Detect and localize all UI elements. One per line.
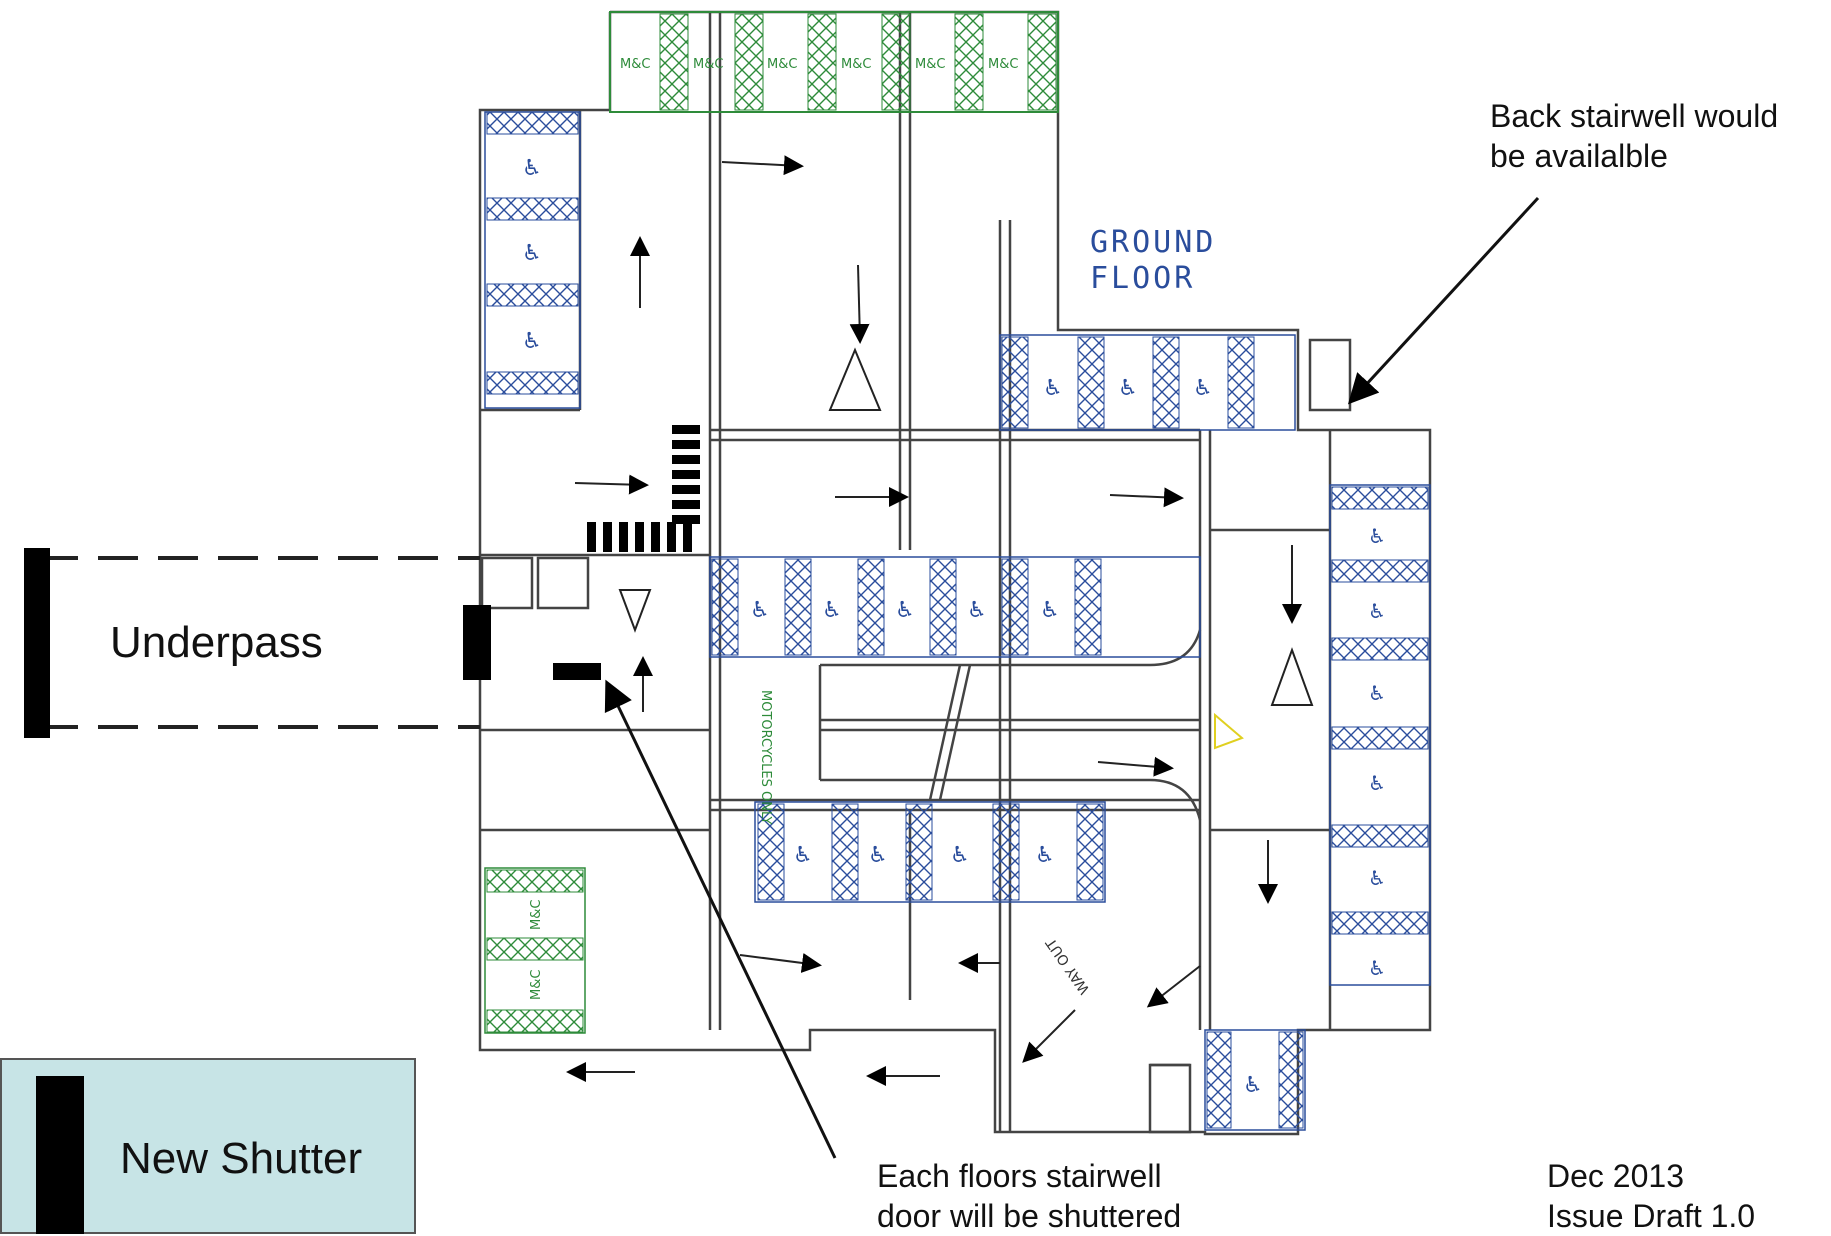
- svg-text:♿: ♿: [895, 598, 915, 623]
- svg-text:♿: ♿: [1243, 1073, 1263, 1098]
- svg-text:♿: ♿: [950, 843, 970, 868]
- hazard-marker: [1214, 712, 1244, 750]
- svg-text:♿: ♿: [1368, 771, 1386, 795]
- svg-text:♿: ♿: [522, 329, 542, 354]
- svg-text:♿: ♿: [1368, 956, 1386, 980]
- legend-box: New Shutter: [0, 1058, 416, 1234]
- document-date: Dec 2013: [1547, 1158, 1684, 1194]
- floor-label: GROUND FLOOR: [1090, 225, 1216, 297]
- svg-text:♿: ♿: [522, 156, 542, 181]
- document-info: Dec 2013 Issue Draft 1.0: [1547, 1156, 1755, 1236]
- stairwell-door-callout: Each floors stairwell door will be shutt…: [877, 1156, 1181, 1236]
- svg-text:♿: ♿: [822, 598, 842, 623]
- underpass-outline: [38, 556, 480, 729]
- accessible-bays-left: ♿ ♿ ♿: [484, 111, 581, 409]
- svg-text:♿: ♿: [1040, 598, 1060, 623]
- svg-text:♿: ♿: [1043, 376, 1063, 401]
- stairwell-door-callout-line1: Each floors stairwell: [877, 1158, 1162, 1194]
- underpass-shutter-left: [24, 548, 50, 738]
- svg-text:♿: ♿: [1118, 376, 1138, 401]
- back-stairwell-callout-line2: be availalble: [1490, 138, 1668, 174]
- back-stairwell-pointer: [1347, 196, 1540, 405]
- document-issue: Issue Draft 1.0: [1547, 1198, 1756, 1234]
- underpass-label: Underpass: [110, 618, 323, 667]
- svg-text:♿: ♿: [1368, 866, 1386, 890]
- accessible-bays-lower: ♿ ♿ ♿ ♿: [754, 801, 1106, 903]
- motorcycle-bays-top: M&C M&C M&C M&C M&C M&C: [609, 11, 1059, 113]
- svg-text:♿: ♿: [1368, 524, 1386, 548]
- bay-label: M&C: [988, 57, 1018, 72]
- floor-label-line1: GROUND: [1090, 225, 1217, 260]
- bay-label: M&C: [767, 57, 797, 72]
- zebra-crossing: [587, 425, 700, 552]
- back-stairwell-callout-line1: Back stairwell would: [1490, 98, 1779, 134]
- accessible-bays-right: ♿ ♿ ♿ ♿ ♿ ♿: [1329, 484, 1431, 986]
- new-shutter-stairwell-door: [553, 663, 601, 680]
- legend-shutter-swatch: [36, 1076, 84, 1234]
- bay-label: M&C: [693, 57, 723, 72]
- svg-text:♿: ♿: [868, 843, 888, 868]
- give-way-markings: [618, 347, 1314, 706]
- svg-text:♿: ♿: [1035, 843, 1055, 868]
- bay-label: M&C: [915, 57, 945, 72]
- bay-label: M&C: [620, 57, 650, 72]
- svg-text:♿: ♿: [750, 598, 770, 623]
- svg-text:♿: ♿: [1368, 599, 1386, 623]
- way-out-label: WAY OUT: [1043, 935, 1093, 997]
- bay-label: M&C: [841, 57, 871, 72]
- svg-text:♿: ♿: [967, 598, 987, 623]
- motorcycles-only-label: MOTORCYCLES ONLY: [758, 690, 773, 824]
- svg-text:♿: ♿: [793, 843, 813, 868]
- accessible-bays-upper-right: ♿ ♿ ♿: [999, 334, 1296, 431]
- svg-text:♿: ♿: [1193, 376, 1213, 401]
- new-shutter-underpass: [463, 605, 491, 680]
- stairwell-door-pointer: [604, 679, 837, 1159]
- bay-label: M&C: [529, 900, 544, 930]
- stairwell-door-callout-line2: door will be shuttered: [877, 1198, 1182, 1234]
- svg-text:♿: ♿: [1368, 681, 1386, 705]
- accessible-bays-middle: ♿ ♿ ♿ ♿ ♿: [709, 556, 1201, 658]
- accessible-bay-bottom: ♿: [1204, 1029, 1306, 1131]
- traffic-arrows: [566, 155, 1302, 1086]
- back-stairwell-callout: Back stairwell would be availalble: [1490, 96, 1778, 176]
- svg-text:♿: ♿: [522, 241, 542, 266]
- motorcycle-bays-bottom-left: M&C M&C: [484, 867, 586, 1034]
- legend-label: New Shutter: [120, 1134, 363, 1183]
- bay-label: M&C: [529, 970, 544, 1000]
- floor-label-line2: FLOOR: [1090, 261, 1196, 296]
